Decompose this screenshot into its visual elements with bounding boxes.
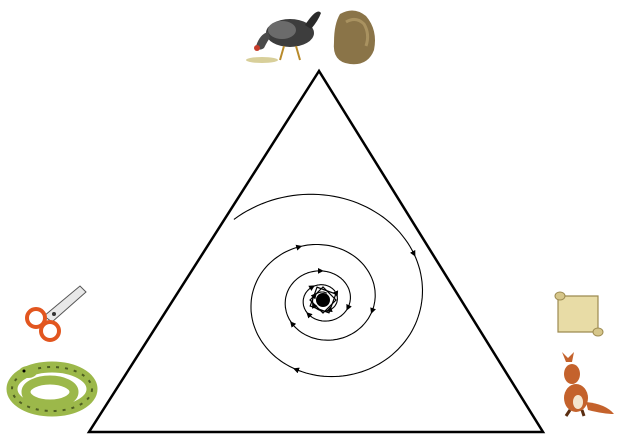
scissors-icon [27,286,86,340]
paper-scroll-icon [555,292,603,336]
spiral-path [234,194,423,376]
rock-icon [334,10,375,64]
snake-icon [12,366,92,411]
chicken-icon [246,12,321,64]
spiral-trajectory [234,194,423,376]
fox-icon [562,352,614,416]
bottom-left-vertex-icons [12,286,92,411]
top-vertex-icons [246,10,375,64]
simplex-triangle [89,71,543,432]
bottom-right-vertex-icons [555,292,614,416]
